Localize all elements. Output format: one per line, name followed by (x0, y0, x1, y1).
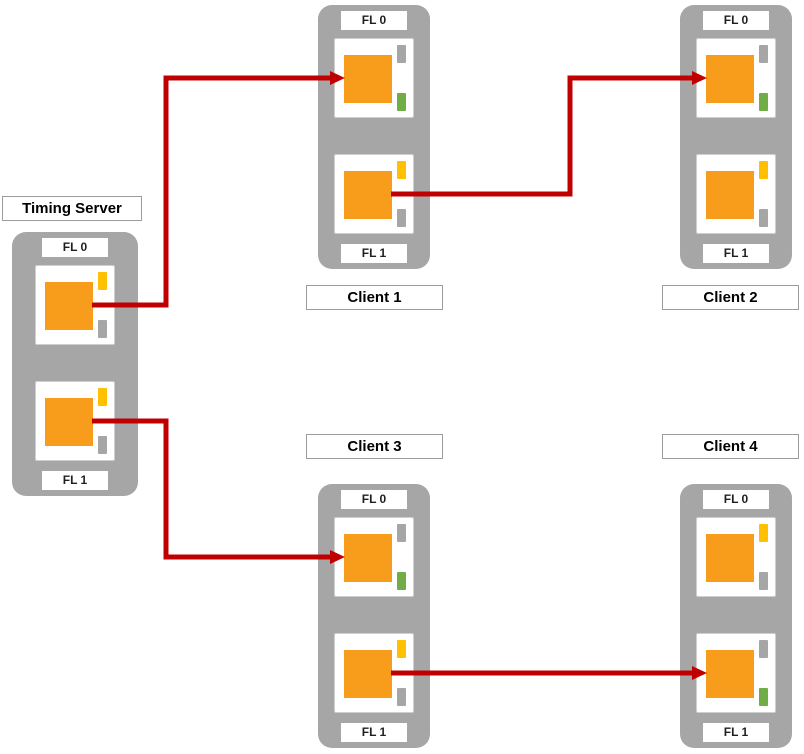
device-name-label-client-4: Client 4 (662, 434, 799, 459)
ethernet-port-fl0 (334, 517, 414, 597)
port-label-fl0: FL 0 (341, 11, 407, 30)
led-indicator-top (759, 640, 768, 658)
device-client-2: FL 0 FL 1 (680, 5, 792, 269)
port-label-fl1: FL 1 (703, 723, 769, 742)
port-label-fl1: FL 1 (341, 723, 407, 742)
led-indicator-bottom (759, 688, 768, 706)
port-label-fl0: FL 0 (42, 238, 108, 257)
ethernet-jack-icon (706, 650, 754, 698)
led-indicator-top (759, 161, 768, 179)
port-label-fl0: FL 0 (341, 490, 407, 509)
ethernet-jack-icon (344, 534, 392, 582)
led-indicator-top (397, 640, 406, 658)
ethernet-port-fl0 (334, 38, 414, 118)
ethernet-jack-icon (45, 282, 93, 330)
led-indicator-top (397, 161, 406, 179)
port-label-fl1: FL 1 (42, 471, 108, 490)
led-indicator-bottom (397, 572, 406, 590)
ethernet-port-fl1 (696, 154, 776, 234)
led-indicator-top (397, 524, 406, 542)
device-client-1: FL 0 FL 1 (318, 5, 430, 269)
device-timing-server: FL 0 FL 1 (12, 232, 138, 496)
led-indicator-bottom (759, 209, 768, 227)
led-indicator-top (98, 388, 107, 406)
ethernet-port-fl1 (696, 633, 776, 713)
led-indicator-top (759, 45, 768, 63)
led-indicator-top (397, 45, 406, 63)
device-name-label-client-3: Client 3 (306, 434, 443, 459)
ethernet-port-fl1 (334, 633, 414, 713)
led-indicator-top (759, 524, 768, 542)
led-indicator-bottom (759, 572, 768, 590)
port-label-fl0: FL 0 (703, 490, 769, 509)
device-name-label-timing-server: Timing Server (2, 196, 142, 221)
ethernet-jack-icon (344, 171, 392, 219)
led-indicator-top (98, 272, 107, 290)
ethernet-jack-icon (706, 534, 754, 582)
led-indicator-bottom (397, 209, 406, 227)
ethernet-port-fl1 (35, 381, 115, 461)
led-indicator-bottom (98, 320, 107, 338)
led-indicator-bottom (759, 93, 768, 111)
ethernet-port-fl0 (696, 38, 776, 118)
device-client-4: FL 0 FL 1 (680, 484, 792, 748)
led-indicator-bottom (397, 688, 406, 706)
port-label-fl1: FL 1 (341, 244, 407, 263)
ethernet-port-fl0 (35, 265, 115, 345)
led-indicator-bottom (397, 93, 406, 111)
ethernet-jack-icon (344, 650, 392, 698)
device-client-3: FL 0 FL 1 (318, 484, 430, 748)
ethernet-jack-icon (344, 55, 392, 103)
device-name-label-client-2: Client 2 (662, 285, 799, 310)
port-label-fl0: FL 0 (703, 11, 769, 30)
device-name-label-client-1: Client 1 (306, 285, 443, 310)
ethernet-jack-icon (706, 171, 754, 219)
ethernet-jack-icon (45, 398, 93, 446)
ethernet-port-fl0 (696, 517, 776, 597)
port-label-fl1: FL 1 (703, 244, 769, 263)
connection-client-1-fl1-to-client-2-fl0 (391, 71, 707, 197)
ethernet-jack-icon (706, 55, 754, 103)
ethernet-port-fl1 (334, 154, 414, 234)
led-indicator-bottom (98, 436, 107, 454)
